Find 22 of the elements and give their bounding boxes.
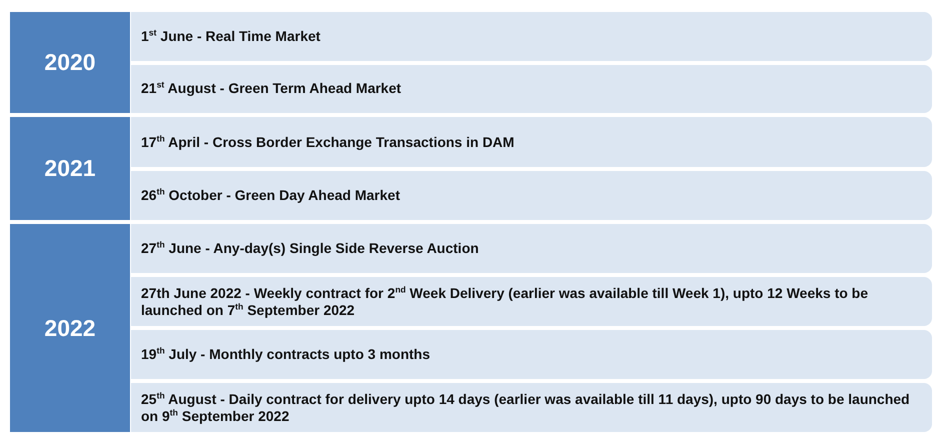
event-bar bbox=[131, 117, 932, 167]
event-text: 1$^{st}$ June - Real Time Market bbox=[141, 28, 320, 45]
event-bar bbox=[131, 64, 932, 113]
year-box bbox=[10, 117, 130, 220]
event-text: 27th June 2022 - Weekly contract for 2$^{nd}$ Week Delivery (earlier was available till Week 1), upto 12 Weeks to be launched on 7$^{th}$ September 2022 bbox=[141, 284, 870, 318]
event-bar bbox=[131, 12, 932, 60]
event-bar bbox=[131, 330, 932, 378]
year-box bbox=[10, 224, 130, 432]
event-bar bbox=[131, 383, 932, 432]
year-label: 2020 bbox=[44, 49, 96, 76]
year-label: 2022 bbox=[44, 314, 96, 342]
event-bar bbox=[131, 224, 932, 272]
event-bar bbox=[131, 277, 932, 326]
event-text: 26$^{th}$ October - Green Day Ahead Market bbox=[141, 187, 400, 204]
event-text: 25$^{th}$ August - Daily contract for delivery upto 14 days (earlier was available till 11 days), upto 90 days to be launched on 9$^{th}$ September 2022 bbox=[141, 390, 911, 424]
event-text: 27$^{th}$ June - Any-day(s) Single Side Reverse Auction bbox=[141, 240, 479, 257]
year-label: 2021 bbox=[44, 155, 96, 182]
event-text: 19$^{th}$ July - Monthly contracts upto 3 months bbox=[141, 346, 430, 363]
event-bar bbox=[131, 171, 932, 220]
year-box bbox=[10, 12, 130, 113]
event-text: 21$^{st}$ August - Green Term Ahead Market bbox=[141, 80, 402, 98]
event-text: 17$^{th}$ April - Cross Border Exchange Transactions in DAM bbox=[141, 134, 514, 150]
